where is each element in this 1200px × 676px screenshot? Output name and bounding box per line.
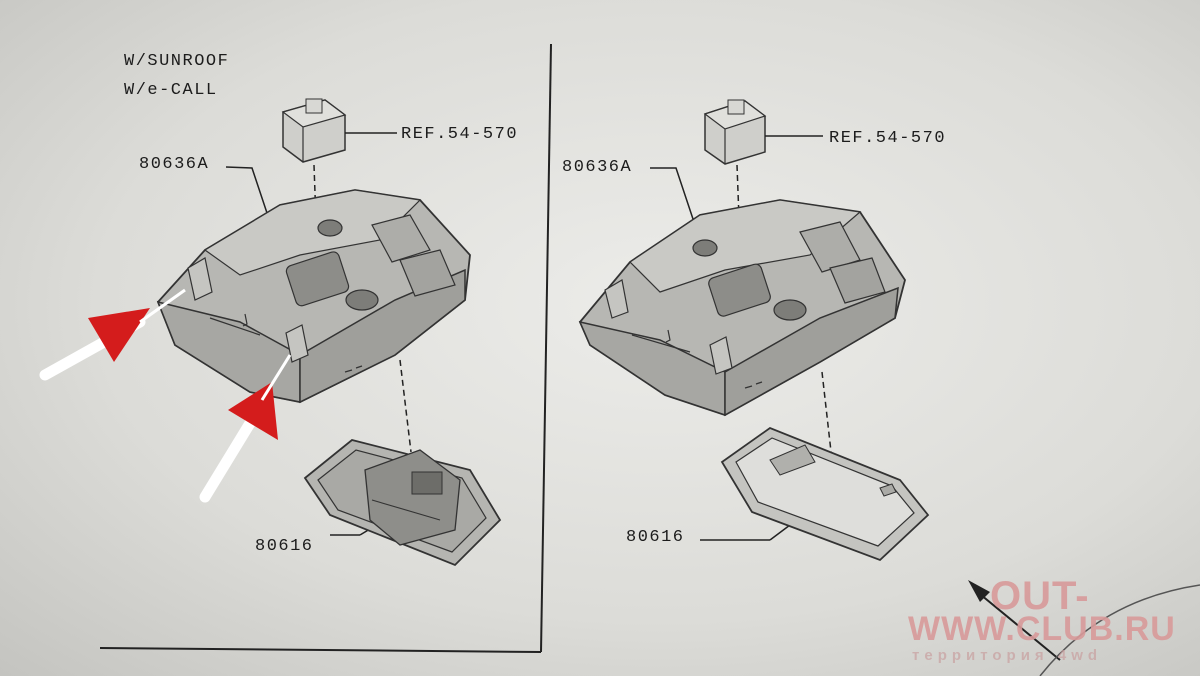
right-part-number-upper: 80636A	[562, 158, 633, 177]
left-variant-sunroof-label: W/SUNROOF	[124, 52, 230, 71]
watermark-line2: WWW.CLUB.RU	[908, 610, 1176, 648]
left-ref-label: REF.54-570	[401, 125, 519, 144]
left-console-housing	[156, 189, 471, 404]
left-switch-part	[281, 98, 347, 163]
left-part-number-lower: 80616	[255, 537, 314, 556]
right-ref-label: REF.54-570	[829, 129, 947, 148]
left-lamp-part	[303, 439, 502, 567]
left-variant-ecall-label: W/e-CALL	[124, 81, 218, 100]
watermark-line3: территория 4wd	[912, 647, 1103, 664]
right-part-number-lower: 80616	[626, 528, 685, 547]
left-part-number-upper: 80636A	[139, 155, 210, 174]
right-lamp-frame-part	[720, 426, 930, 562]
left-leader-lines	[225, 132, 412, 536]
right-switch-part	[703, 99, 767, 165]
left-callout-arrows	[39, 288, 292, 503]
right-console-housing	[578, 199, 906, 417]
diagram-frame	[99, 43, 552, 653]
watermark-line1: OUT-	[990, 574, 1090, 618]
corner-arrow	[968, 580, 1200, 676]
